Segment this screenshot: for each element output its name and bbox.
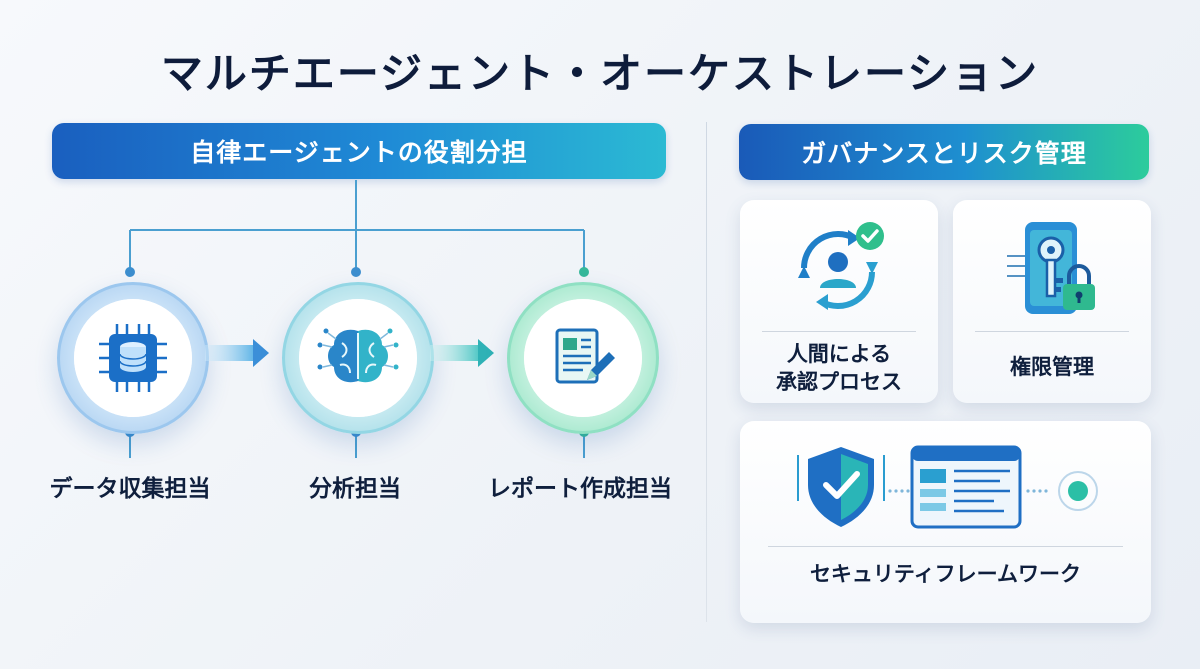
connector-dot <box>125 267 135 277</box>
card-separator <box>768 546 1123 547</box>
card-label-access-control: 権限管理 <box>1010 355 1094 379</box>
governance-banner: ガバナンスとリスク管理 <box>739 124 1149 180</box>
role-label-data-collection: データ収集担当 <box>49 476 211 502</box>
shield-window-icon <box>797 445 1098 529</box>
role-node-report <box>507 282 659 434</box>
page-title: マルチエージェント・オーケストレーション <box>160 49 1040 98</box>
role-node-data-collection <box>57 282 209 434</box>
brain-icon <box>317 328 399 383</box>
database-chip-icon <box>99 324 167 392</box>
role-label-report: レポート作成担当 <box>488 476 672 502</box>
document-pen-icon <box>555 328 615 384</box>
governance-banner-label: ガバナンスとリスク管理 <box>801 139 1087 168</box>
flow-arrow-icon <box>205 339 269 367</box>
role-label-analysis: 分析担当 <box>309 476 401 502</box>
card-label-line: 人間による <box>786 342 892 366</box>
card-label-human-approval: 人間による 承認プロセス <box>740 340 938 396</box>
card-label-line: 承認プロセス <box>776 370 902 394</box>
card-separator <box>762 331 916 332</box>
connector-dot <box>351 267 361 277</box>
roles-banner: 自律エージェントの役割分担 <box>52 123 666 179</box>
governance-card-security-framework: セキュリティフレームワーク <box>740 421 1151 623</box>
card-separator <box>975 331 1129 332</box>
key-lock-icon <box>1007 222 1095 314</box>
section-divider <box>706 122 707 622</box>
card-label-security-framework: セキュリティフレームワーク <box>809 562 1082 586</box>
governance-card-human-approval: 人間による 承認プロセス <box>740 200 938 403</box>
roles-banner-label: 自律エージェントの役割分担 <box>190 138 528 167</box>
connector-dot <box>579 267 589 277</box>
governance-card-access-control: 権限管理 <box>953 200 1151 403</box>
flow-arrow-icon <box>430 339 494 367</box>
role-node-analysis <box>282 282 434 434</box>
user-cycle-check-icon <box>798 222 884 310</box>
